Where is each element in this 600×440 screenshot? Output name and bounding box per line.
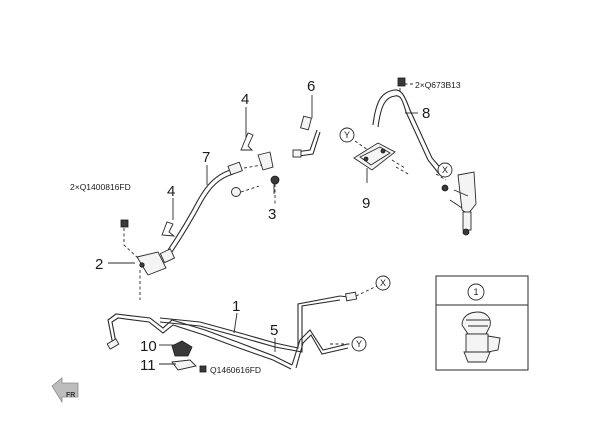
marker-x-bottom: X <box>375 275 391 291</box>
svg-text:X: X <box>442 165 448 175</box>
bolt-code-top: 2×Q673B13 <box>415 80 461 90</box>
callout-10: 10 <box>140 338 157 355</box>
marker-y-top: Y <box>339 127 355 143</box>
bracket-2 <box>136 248 176 276</box>
callout-4-upper: 4 <box>241 91 249 108</box>
front-label: FR <box>66 392 75 399</box>
pipe-1 <box>106 313 293 370</box>
callout-4-lower: 4 <box>167 183 175 200</box>
clamp-4-upper <box>240 132 254 151</box>
svg-text:Y: Y <box>344 130 350 140</box>
svg-text:Y: Y <box>356 339 362 349</box>
callout-1: 1 <box>232 298 240 315</box>
dash-link-x-top <box>435 173 447 181</box>
callout-7: 7 <box>202 149 210 166</box>
bolt-left <box>120 219 139 259</box>
callout-2: 2 <box>95 256 103 273</box>
inset-detail: 1 <box>435 275 529 371</box>
callout-8: 8 <box>422 105 430 122</box>
leader-1 <box>233 312 238 334</box>
front-arrow-icon: FR <box>51 377 79 404</box>
hose-fitting <box>231 164 263 197</box>
svg-text:X: X <box>380 278 386 288</box>
marker-y-bottom: Y <box>351 336 367 352</box>
callout-3: 3 <box>268 206 276 223</box>
dash-link-x-bottom <box>355 285 378 297</box>
valve-assembly <box>441 171 477 236</box>
pipe-6 <box>292 115 321 158</box>
bolt-code-left: 2×Q1400816FD <box>70 182 131 192</box>
hose-assembly-7 <box>167 161 243 253</box>
bolt-code-bottom: Q1460616FD <box>210 365 261 375</box>
callout-9: 9 <box>362 195 370 212</box>
clip-detail-icon <box>461 311 501 363</box>
marker-x-top: X <box>437 162 453 178</box>
clip-10 <box>171 340 193 357</box>
clamp-4-lower <box>161 221 176 237</box>
inset-label: 1 <box>473 287 478 297</box>
callout-5: 5 <box>270 322 278 339</box>
callout-6: 6 <box>307 78 315 95</box>
clip-11 <box>171 359 207 373</box>
bracket-plate-9 <box>353 140 411 176</box>
callout-11: 11 <box>140 357 156 374</box>
bracket-3 <box>257 151 280 205</box>
pipe-8 <box>372 77 445 176</box>
